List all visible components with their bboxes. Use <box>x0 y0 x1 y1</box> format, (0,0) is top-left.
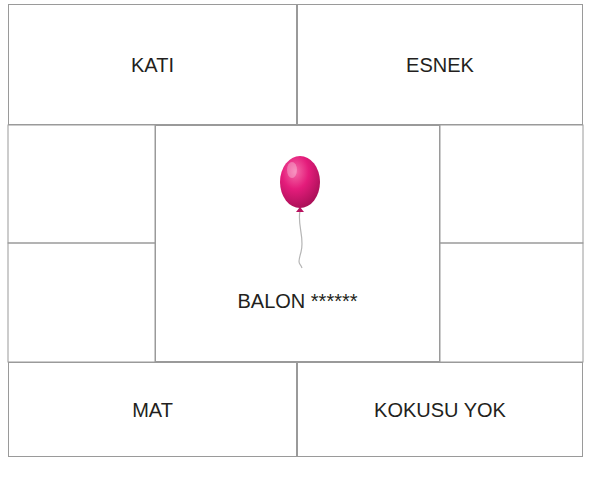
object-box: BALON ****** <box>155 125 440 362</box>
node-label: ESNEK <box>406 53 474 77</box>
property-box: ESNEK <box>297 4 583 125</box>
property-box: KATI <box>8 4 297 125</box>
node-label: BALON ****** <box>237 289 357 313</box>
node-label: MAT <box>132 398 173 422</box>
node-label: KOKUSU YOK <box>374 398 506 422</box>
balloon-highlight <box>287 162 297 178</box>
empty-box <box>440 125 583 243</box>
node-label: KATI <box>131 53 174 77</box>
balloon-knot <box>296 207 304 212</box>
property-box: KOKUSU YOK <box>297 362 583 457</box>
balloon <box>280 156 320 208</box>
property-box: MAT <box>8 362 297 457</box>
balloon-string <box>299 211 302 268</box>
empty-box <box>8 243 155 362</box>
empty-box <box>440 243 583 362</box>
empty-box <box>8 125 155 243</box>
